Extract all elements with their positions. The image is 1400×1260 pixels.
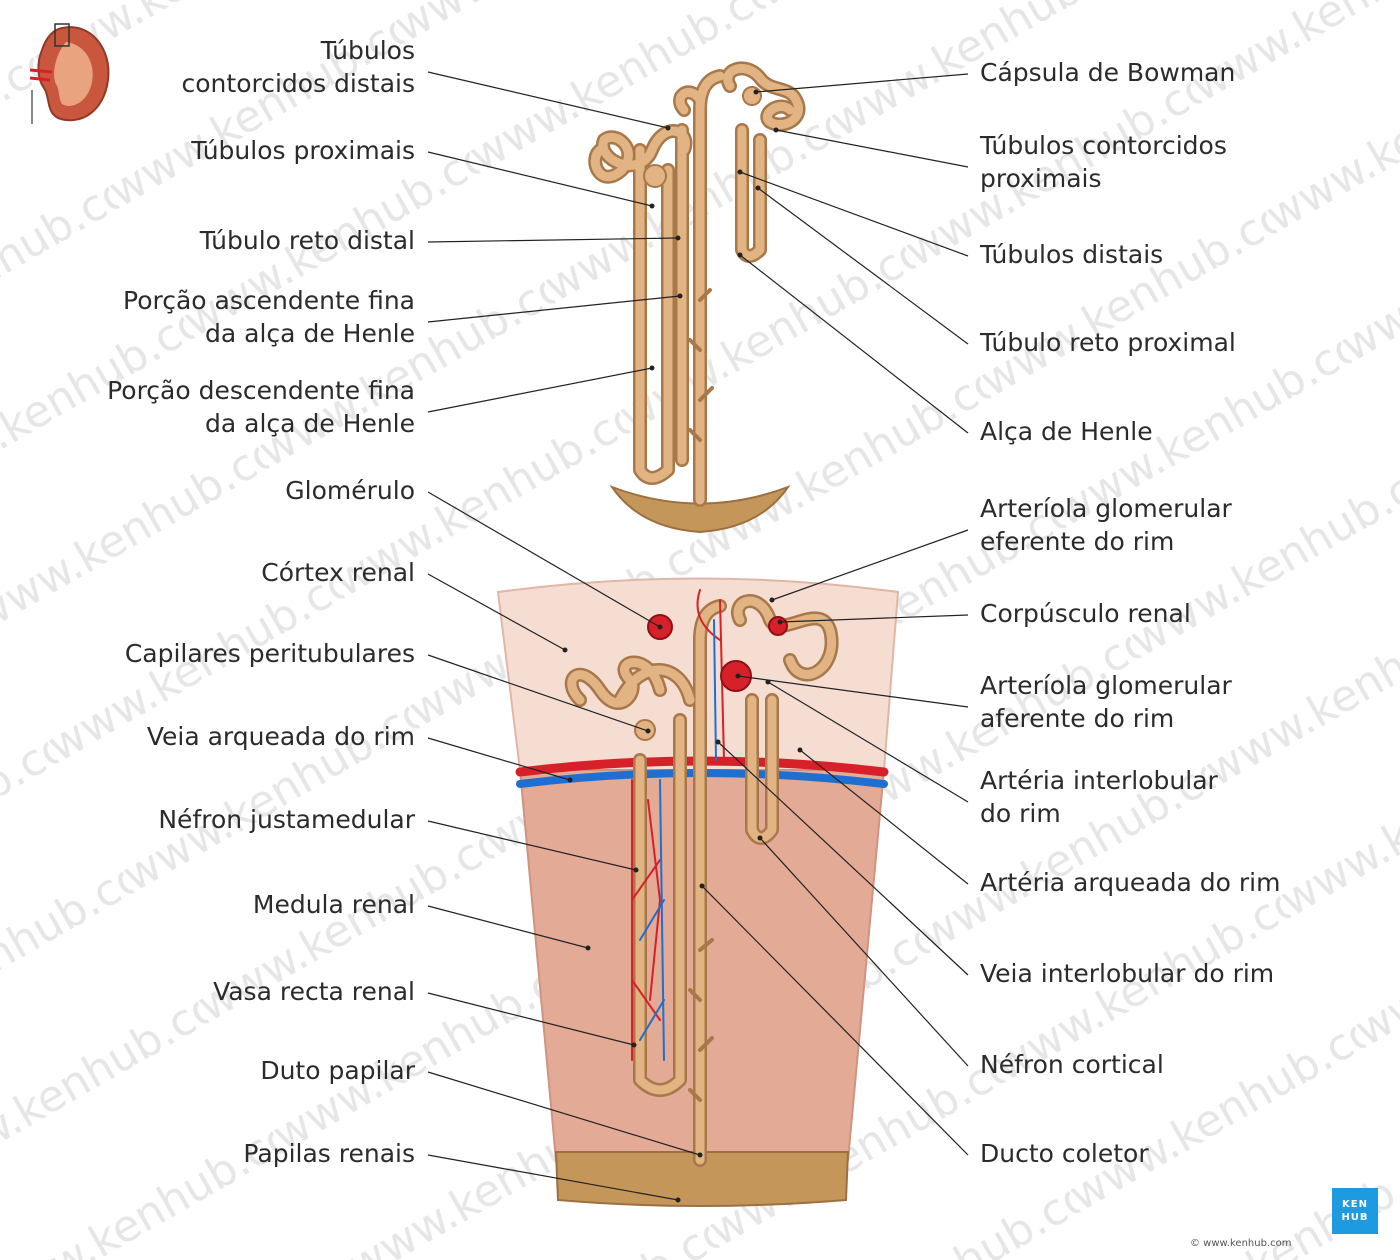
logo-line2: HUB <box>1341 1212 1369 1223</box>
label-tubulos-distais: Túbulos distais <box>980 240 1164 269</box>
label-arteriola-aferente: Arteríola glomerular aferente do rim <box>980 671 1232 733</box>
label-vasa-recta: Vasa recta renal <box>213 977 415 1006</box>
leader-nefron-cortical-dot <box>757 835 763 841</box>
leader-tubulo-reto-distal <box>427 237 679 243</box>
leader-tubulos-contorcidos-distais-dot <box>665 125 671 131</box>
label-glomerulo: Glomérulo <box>285 476 415 505</box>
label-arteriola-eferente: Arteríola glomerular eferente do rim <box>980 494 1232 556</box>
leader-veia-interlobular-dot <box>715 739 721 745</box>
leader-medula-renal <box>427 905 589 949</box>
leader-duto-papilar <box>427 1071 701 1156</box>
leader-tubulos-contorcidos-proximais-dot <box>773 127 779 133</box>
leader-medula-renal-dot <box>585 945 591 951</box>
copyright-text: © www.kenhub.com <box>1190 1238 1292 1249</box>
leader-ducto-coletor <box>701 885 969 1156</box>
label-arteria-arqueada: Artéria arqueada do rim <box>980 868 1281 897</box>
label-porcao-descendente: Porção descendente fina da alça de Henle <box>107 376 415 438</box>
leader-nefron-justamedular <box>427 820 637 871</box>
leader-glomerulo <box>427 491 661 628</box>
leader-tubulos-contorcidos-proximais <box>775 129 969 168</box>
leader-tubulos-proximais <box>427 151 653 207</box>
leader-tubulo-reto-distal-dot <box>675 235 681 241</box>
label-corpusculo-renal: Corpúsculo renal <box>980 599 1191 628</box>
leader-porcao-ascendente-dot <box>677 293 683 299</box>
leader-veia-interlobular <box>717 741 969 976</box>
leader-capsula-bowman <box>755 73 969 93</box>
leader-vasa-recta-dot <box>631 1042 637 1048</box>
leader-alca-henle <box>739 254 969 434</box>
label-alca-henle: Alça de Henle <box>980 417 1153 446</box>
leader-porcao-ascendente <box>427 295 681 323</box>
label-duto-papilar: Duto papilar <box>260 1056 415 1085</box>
papilla-top <box>609 484 791 534</box>
leader-tubulos-proximais-dot <box>649 203 655 209</box>
label-tubulos-contorcidos-distais: Túbulos contorcidos distais <box>181 36 415 98</box>
leader-capilares-peritubulares <box>427 654 649 732</box>
leader-alca-henle-dot <box>737 252 743 258</box>
leader-capilares-peritubulares-dot <box>645 728 651 734</box>
leader-arteriola-eferente <box>771 529 969 601</box>
leader-arteriola-aferente-dot <box>735 673 741 679</box>
leader-vasa-recta <box>427 992 635 1046</box>
leader-glomerulo-dot <box>657 624 663 630</box>
label-tubulo-reto-distal: Túbulo reto distal <box>199 226 415 255</box>
leader-duto-papilar-dot <box>697 1152 703 1158</box>
leader-tubulos-distais <box>739 171 969 257</box>
leader-corpusculo-renal <box>779 614 969 623</box>
label-nefron-justamedular: Néfron justamedular <box>158 805 415 834</box>
leader-veia-arqueada-dot <box>567 777 573 783</box>
top-nephron <box>588 61 806 534</box>
label-nefron-cortical: Néfron cortical <box>980 1050 1164 1079</box>
label-tubulo-reto-proximal: Túbulo reto proximal <box>980 328 1236 357</box>
leader-tubulo-reto-proximal <box>757 187 969 345</box>
leader-porcao-descendente <box>427 367 653 413</box>
leader-lines <box>427 71 969 1203</box>
label-cortex-renal: Córtex renal <box>261 558 415 587</box>
label-tubulos-contorcidos-proximais: Túbulos contorcidos proximais <box>980 131 1227 193</box>
label-medula-renal: Medula renal <box>252 890 415 919</box>
label-veia-interlobular: Veia interlobular do rim <box>980 959 1275 988</box>
glomerulus-3 <box>768 616 788 636</box>
label-ducto-coletor: Ducto coletor <box>980 1139 1149 1168</box>
label-tubulos-proximais: Túbulos proximais <box>191 136 415 165</box>
leader-ducto-coletor-dot <box>699 883 705 889</box>
leader-corpusculo-renal-dot <box>777 619 783 625</box>
label-capsula-bowman: Cápsula de Bowman <box>980 58 1236 87</box>
kidney-thumbnail <box>29 23 110 124</box>
papilla-bottom <box>554 1151 850 1207</box>
leader-arteria-interlobular-dot <box>765 679 771 685</box>
leader-arteria-interlobular <box>767 681 969 803</box>
leader-tubulos-distais-dot <box>737 169 743 175</box>
leader-papilas-renais <box>427 1154 679 1201</box>
leader-tubulo-reto-proximal-dot <box>755 185 761 191</box>
leader-capsula-bowman-dot <box>753 89 759 95</box>
kenhub-logo: KEN HUB <box>1332 1188 1378 1234</box>
label-papilas-renais: Papilas renais <box>243 1139 415 1168</box>
leader-arteria-arqueada-dot <box>797 747 803 753</box>
leader-arteriola-eferente-dot <box>769 597 775 603</box>
label-capilares-peritubulares: Capilares peritubulares <box>124 639 415 668</box>
leader-tubulos-contorcidos-distais <box>427 71 669 129</box>
leader-arteria-arqueada <box>799 749 969 885</box>
leader-papilas-renais-dot <box>675 1197 681 1203</box>
leader-nefron-cortical <box>759 837 969 1067</box>
label-porcao-ascendente: Porção ascendente fina da alça de Henle <box>123 286 415 348</box>
leader-porcao-descendente-dot <box>649 365 655 371</box>
leader-cortex-renal <box>427 573 566 651</box>
label-arteria-interlobular: Artéria interlobular do rim <box>980 766 1218 828</box>
logo-line1: KEN <box>1342 1199 1368 1210</box>
leader-cortex-renal-dot <box>562 647 568 653</box>
leader-nefron-justamedular-dot <box>633 867 639 873</box>
leader-veia-arqueada <box>427 737 571 781</box>
leader-arteriola-aferente <box>737 675 969 708</box>
label-veia-arqueada: Veia arqueada do rim <box>146 722 415 751</box>
